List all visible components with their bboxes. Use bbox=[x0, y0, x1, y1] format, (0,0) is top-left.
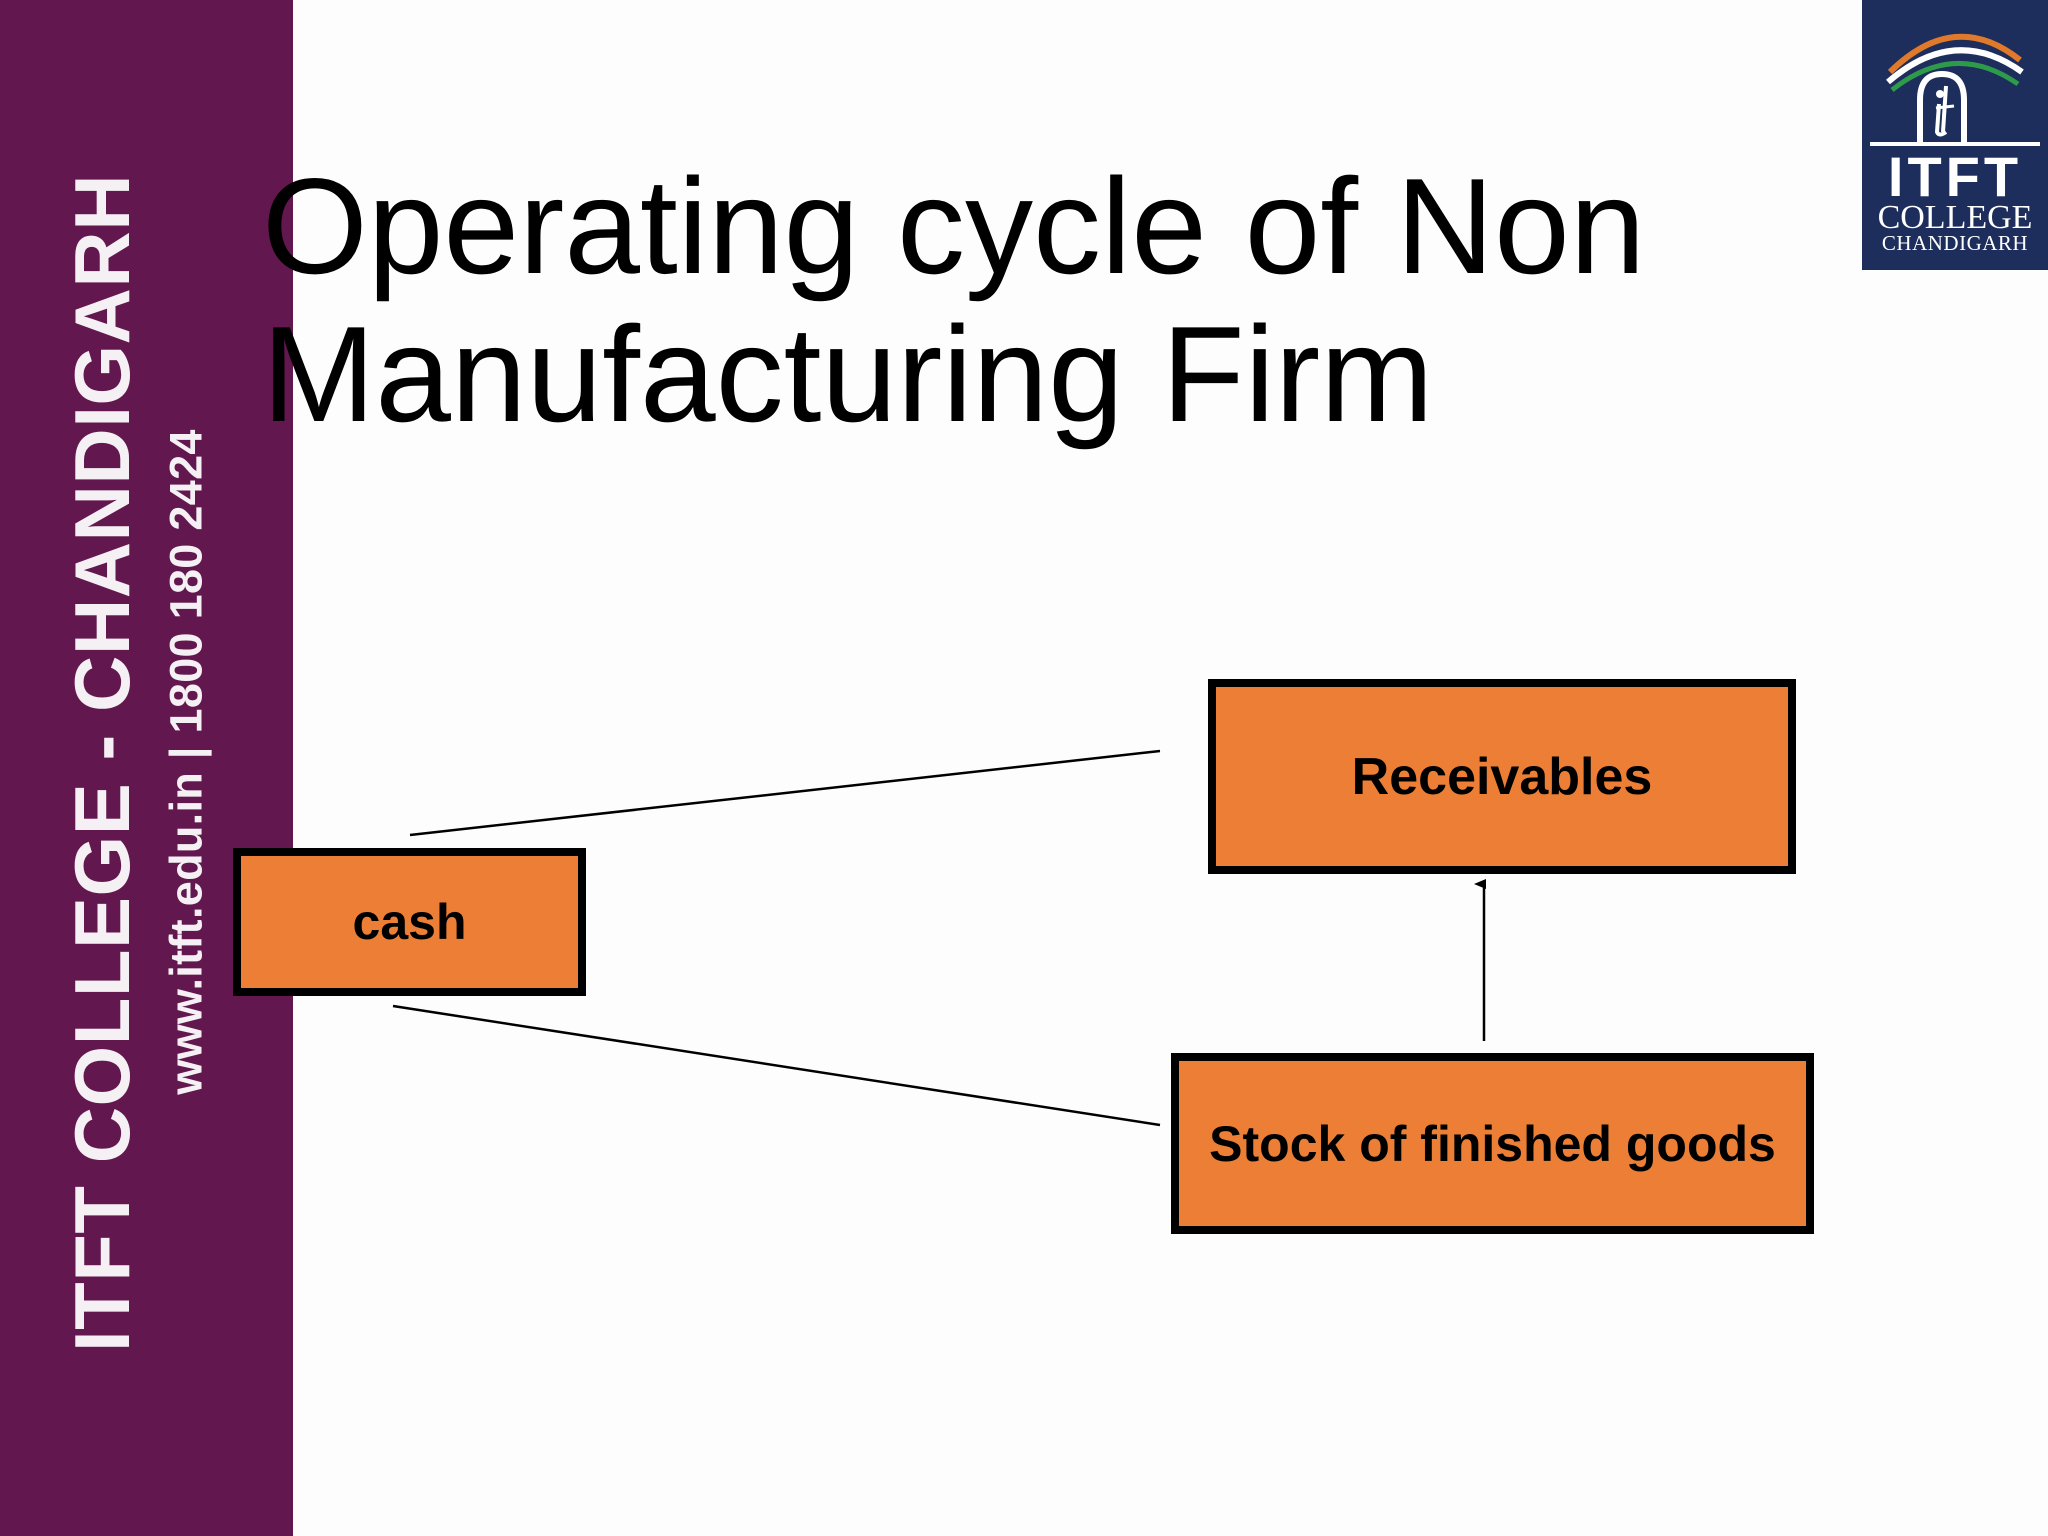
logo-line2: CHANDIGARH bbox=[1882, 231, 2028, 255]
logo-name: ITFT bbox=[1888, 145, 2022, 208]
sidebar-contact: www.itft.edu.in | 1800 180 2424 bbox=[160, 429, 212, 1095]
sidebar-college-name: ITFT COLLEGE - CHANDIGARH bbox=[58, 173, 146, 1353]
node-cash: cash bbox=[233, 848, 586, 996]
slide-title-line1: Operating cycle of Non bbox=[262, 150, 1646, 302]
logo-emblem-icon: ITFT COLLEGE CHANDIGARH bbox=[1870, 33, 2040, 255]
edge-cash-receivables bbox=[409, 749, 1161, 837]
node-receivables: Receivables bbox=[1208, 679, 1796, 874]
slide-title: Operating cycle of Non Manufacturing Fir… bbox=[262, 152, 1762, 448]
college-logo: ITFT COLLEGE CHANDIGARH bbox=[1862, 0, 2048, 270]
edge-cash-stock bbox=[392, 1004, 1161, 1127]
node-stock-label: Stock of finished goods bbox=[1209, 1115, 1776, 1172]
node-stock: Stock of finished goods bbox=[1171, 1053, 1814, 1234]
sidebar-banner: ITFT COLLEGE - CHANDIGARH www.itft.edu.i… bbox=[0, 0, 293, 1536]
logo-line1: COLLEGE bbox=[1878, 199, 2033, 236]
slide-title-line2: Manufacturing Firm bbox=[262, 298, 1434, 450]
node-receivables-label: Receivables bbox=[1351, 747, 1653, 806]
node-cash-label: cash bbox=[352, 894, 467, 950]
